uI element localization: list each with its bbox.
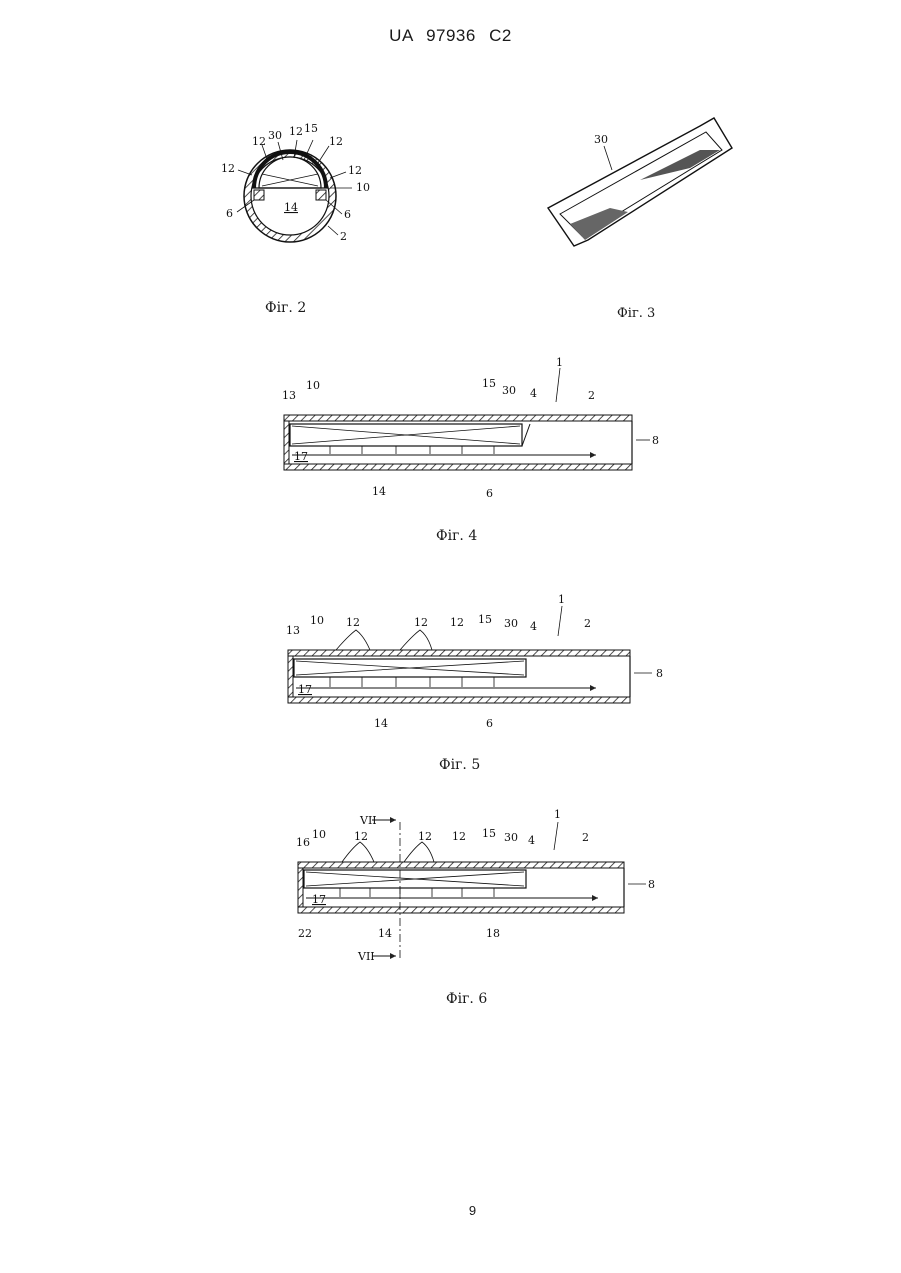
fig6-label: 17 xyxy=(312,893,326,906)
fig3-label: 30 xyxy=(594,133,608,146)
fig2-label: 12 xyxy=(289,125,303,138)
figure-4-longitudinal: 1 13 10 15 30 4 2 8 17 14 6 xyxy=(282,356,659,500)
figure-2-caption: Фіг. 2 xyxy=(265,300,306,316)
figure-4-caption: Фіг. 4 xyxy=(436,528,477,544)
fig6-label: 18 xyxy=(486,927,500,940)
fig6-label: VII xyxy=(359,814,377,827)
page-number: 9 xyxy=(0,1203,901,1218)
fig4-label: 2 xyxy=(588,389,595,402)
fig6-label: 1 xyxy=(554,808,561,821)
fig5-label: 10 xyxy=(310,614,324,627)
fig2-label: 12 xyxy=(329,135,343,148)
fig6-label: 10 xyxy=(312,828,326,841)
fig5-label: 6 xyxy=(486,717,493,730)
fig2-label: 12 xyxy=(348,164,362,177)
fig4-label: 6 xyxy=(486,487,493,500)
fig2-label: 12 xyxy=(221,162,235,175)
figure-2-cross-section: 12 30 12 15 12 12 12 10 6 14 6 2 xyxy=(221,122,370,243)
fig6-label: 12 xyxy=(452,830,466,843)
fig5-label: 12 xyxy=(450,616,464,629)
fig4-label: 1 xyxy=(556,356,563,369)
fig2-label: 14 xyxy=(284,201,298,214)
fig5-label: 30 xyxy=(504,617,518,630)
fig4-label: 10 xyxy=(306,379,320,392)
fig5-label: 13 xyxy=(286,624,300,637)
fig4-label: 15 xyxy=(482,377,496,390)
fig6-label: 16 xyxy=(296,836,310,849)
fig4-label: 17 xyxy=(294,450,308,463)
fig5-label: 14 xyxy=(374,717,388,730)
fig6-label: 2 xyxy=(582,831,589,844)
fig6-label: 14 xyxy=(378,927,392,940)
fig5-label: 4 xyxy=(530,620,537,633)
fig4-label: 13 xyxy=(282,389,296,402)
fig5-label: 17 xyxy=(298,683,312,696)
fig4-label: 30 xyxy=(502,384,516,397)
figure-6-caption: Фіг. 6 xyxy=(446,991,487,1007)
fig6-label: 15 xyxy=(482,827,496,840)
figure-3-caption: Фіг. 3 xyxy=(617,306,655,321)
fig2-label: 6 xyxy=(344,208,351,221)
fig2-label: 30 xyxy=(268,129,282,142)
figure-3-pouch: 30 xyxy=(548,118,732,246)
fig5-label: 8 xyxy=(656,667,663,680)
fig6-label: 12 xyxy=(418,830,432,843)
fig2-label: 12 xyxy=(252,135,266,148)
fig4-label: 8 xyxy=(652,434,659,447)
fig6-label: 4 xyxy=(528,834,535,847)
fig6-label: 22 xyxy=(298,927,312,940)
fig5-label: 12 xyxy=(414,616,428,629)
figure-6-longitudinal: VII 1 16 10 12 12 12 15 30 4 2 8 17 22 1… xyxy=(296,808,655,963)
figure-5-caption: Фіг. 5 xyxy=(439,757,480,773)
figure-5-longitudinal: 1 13 10 12 12 12 15 30 4 2 8 17 14 6 xyxy=(286,593,663,730)
fig5-label: 15 xyxy=(478,613,492,626)
fig2-label: 15 xyxy=(304,122,318,135)
fig6-label: 8 xyxy=(648,878,655,891)
fig5-label: 1 xyxy=(558,593,565,606)
fig5-label: 12 xyxy=(346,616,360,629)
fig6-label: VII xyxy=(357,950,375,963)
fig2-label: 10 xyxy=(356,181,370,194)
fig4-label: 14 xyxy=(372,485,386,498)
fig2-label: 2 xyxy=(340,230,347,243)
fig6-label: 30 xyxy=(504,831,518,844)
fig4-label: 4 xyxy=(530,387,537,400)
fig2-label: 6 xyxy=(226,207,233,220)
fig6-label: 12 xyxy=(354,830,368,843)
fig5-label: 2 xyxy=(584,617,591,630)
